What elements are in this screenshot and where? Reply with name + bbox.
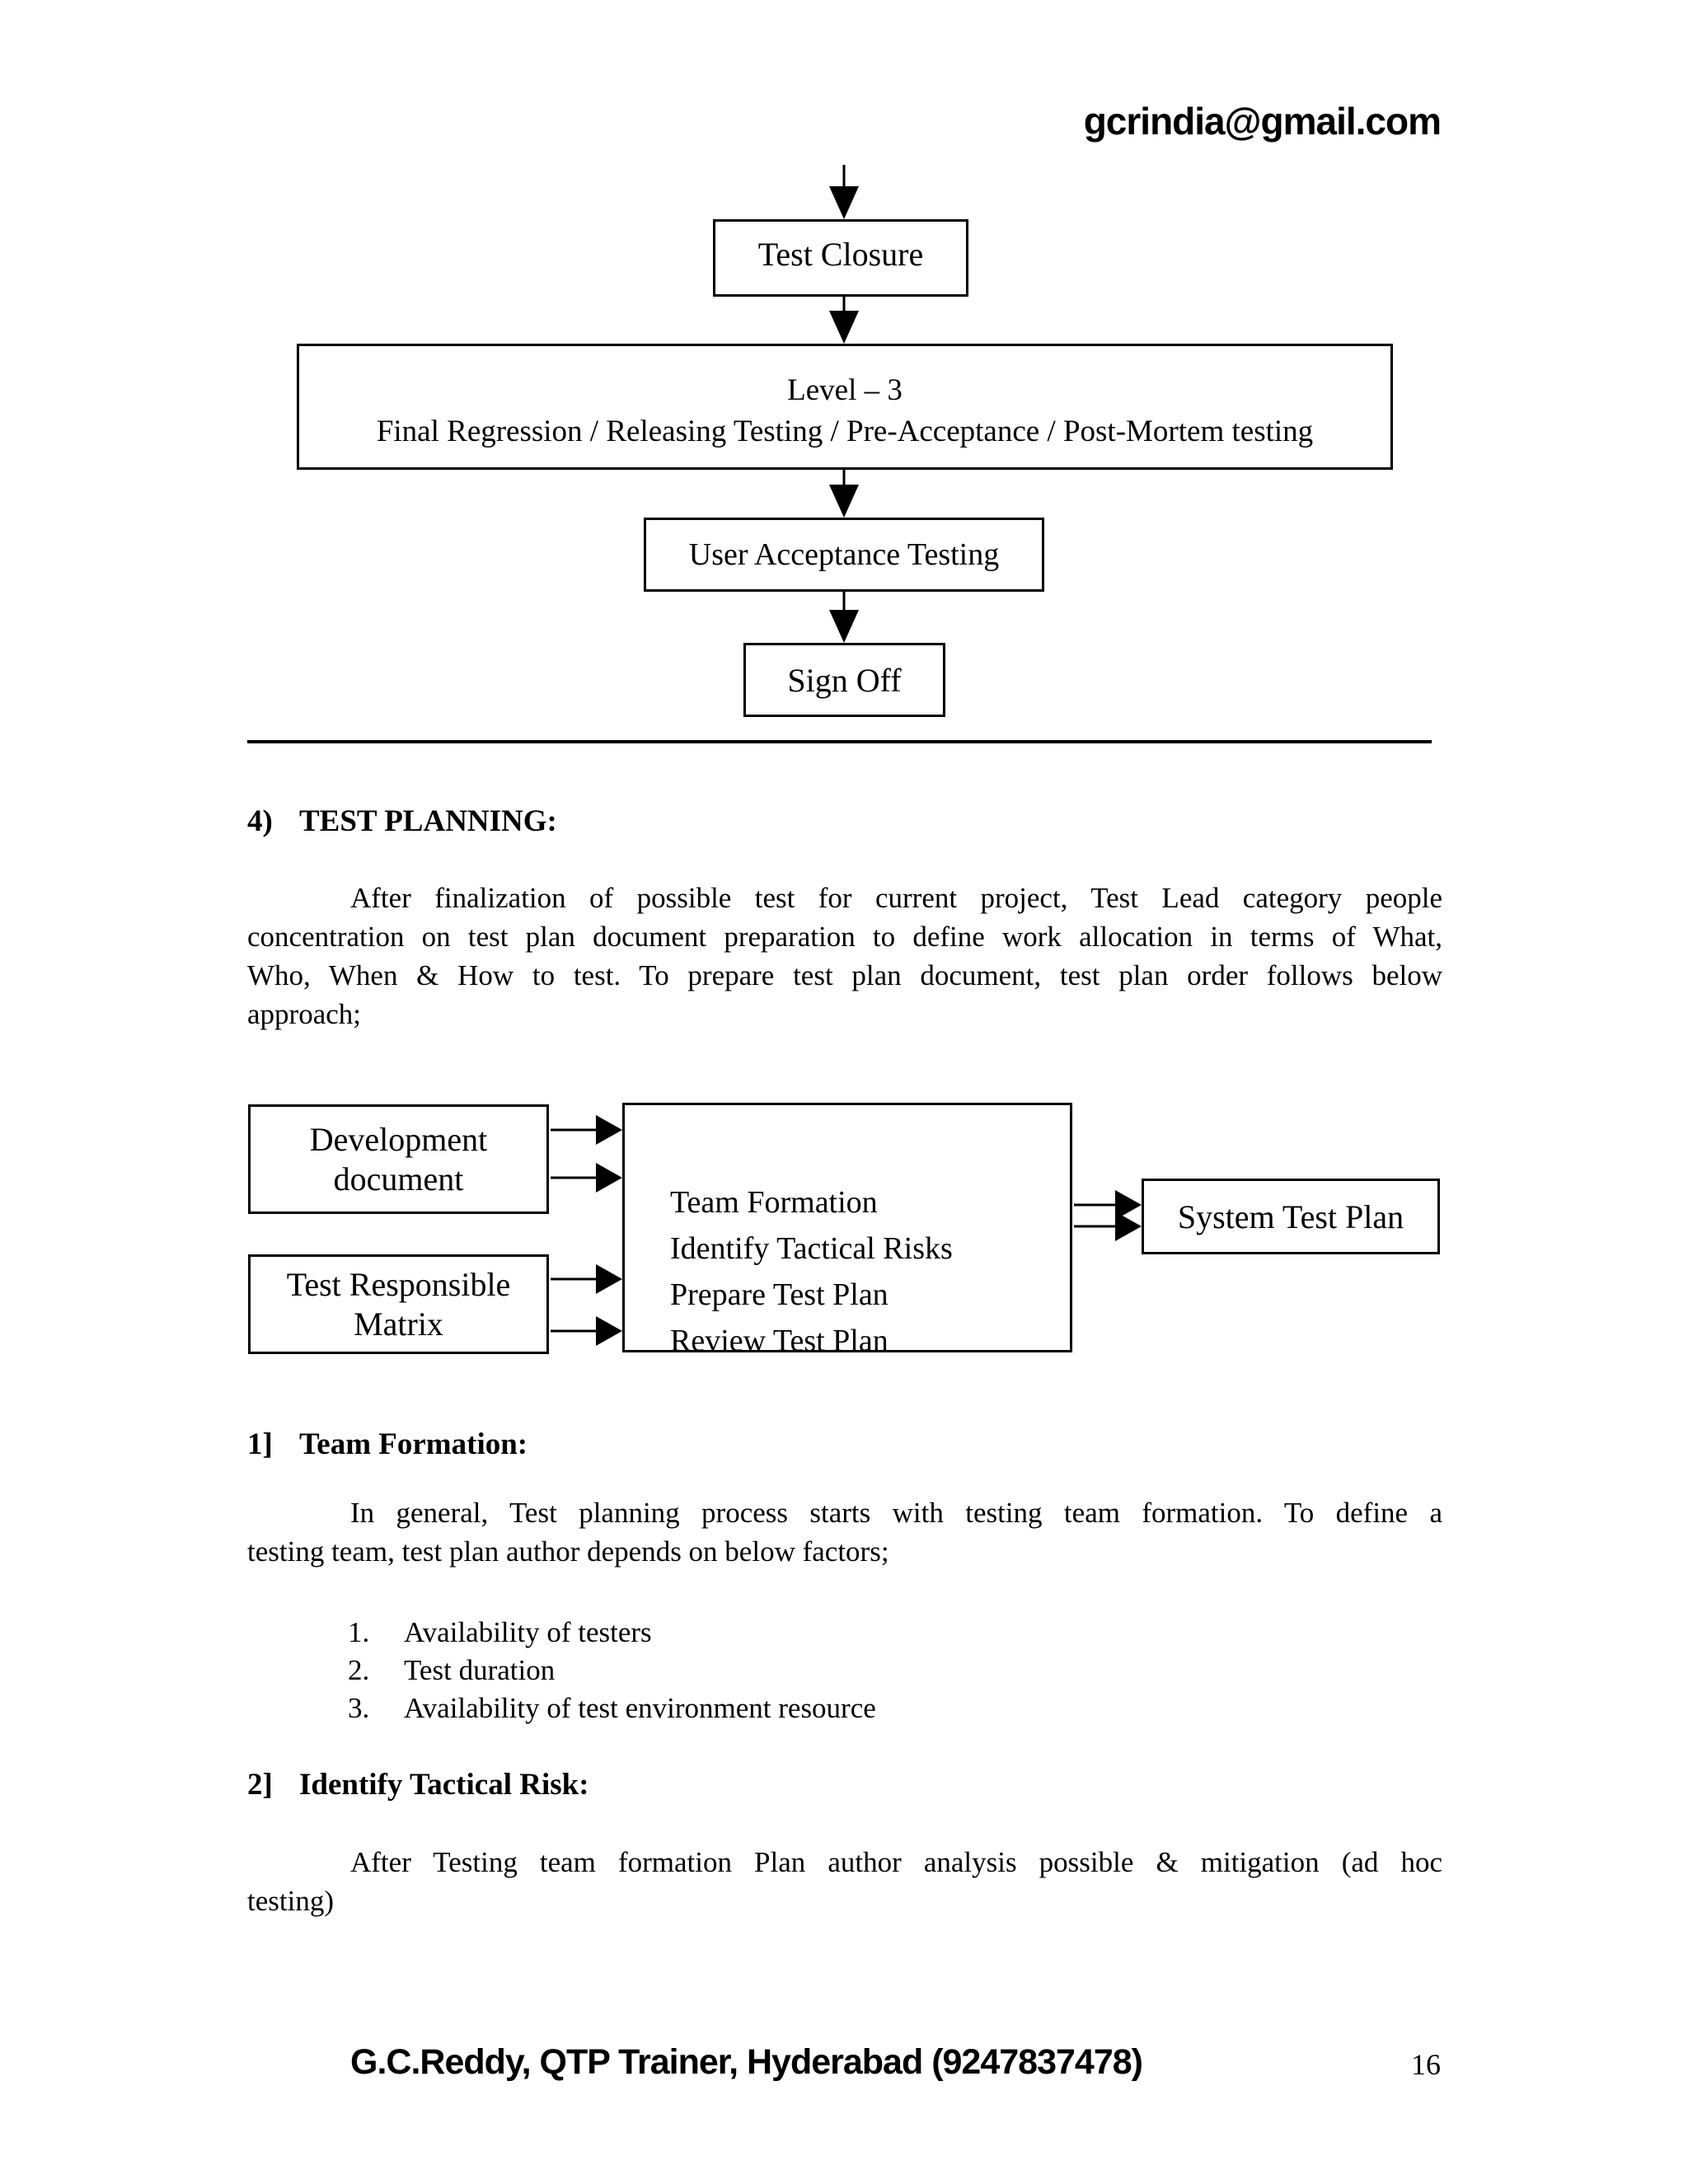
page-number: 16: [1411, 2048, 1441, 2081]
down-arrow-icon: [829, 470, 859, 518]
paragraph-team-formation: In general, Test planning process starts…: [247, 1497, 1442, 1568]
list-item: 3.Availability of test environment resou…: [348, 1692, 876, 1724]
flow-box-user-acceptance-testing: User Acceptance Testing: [644, 518, 1044, 592]
flow-box-test-responsible-matrix: Test Responsible Matrix: [248, 1254, 549, 1354]
right-arrow-icon: [1074, 1212, 1142, 1241]
list-item: 1.Availability of testers: [348, 1616, 652, 1648]
right-arrow-icon: [551, 1316, 622, 1346]
paragraph-test-planning: After finalization of possible test for …: [247, 882, 1442, 1030]
flow-box-test-plan-activities: Team Formation Identify Tactical Risks P…: [622, 1103, 1072, 1358]
down-arrow-icon: [829, 165, 859, 219]
right-arrow-icon: [551, 1264, 622, 1294]
right-arrow-icon: [551, 1163, 622, 1193]
factors-list: 1.Availability of testers 2.Test duratio…: [247, 1614, 1442, 1727]
flow-box-system-test-plan: System Test Plan: [1142, 1179, 1440, 1254]
flow-box-sign-off: Sign Off: [743, 643, 945, 717]
section-heading-team-formation: 1]Team Formation:: [247, 1427, 528, 1461]
flow-box-development-document: Development document: [248, 1104, 549, 1214]
flow-box-level3: Level – 3 Final Regression / Releasing T…: [297, 344, 1393, 470]
section-heading-identify-tactical-risk: 2]Identify Tactical Risk:: [247, 1768, 589, 1802]
header-email: gcrindia@gmail.com: [1083, 100, 1442, 143]
section-heading-test-planning: 4)TEST PLANNING:: [247, 804, 557, 838]
down-arrow-icon: [829, 592, 859, 643]
footer-author: G.C.Reddy, QTP Trainer, Hyderabad (92478…: [350, 2042, 1143, 2082]
list-item: 2.Test duration: [348, 1654, 556, 1686]
section-divider: [247, 740, 1432, 743]
right-arrow-icon: [551, 1115, 622, 1145]
down-arrow-icon: [829, 297, 859, 344]
paragraph-identify-tactical-risk: After Testing team formation Plan author…: [247, 1846, 1442, 1917]
flow-box-test-closure: Test Closure: [713, 219, 968, 297]
